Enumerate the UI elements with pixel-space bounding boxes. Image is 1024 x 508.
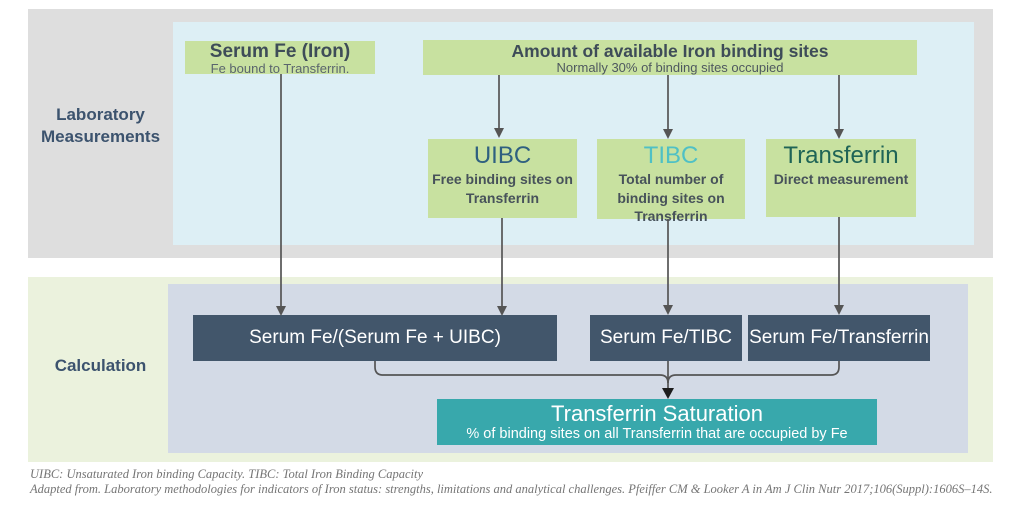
transferrin-saturation-box: Transferrin Saturation % of binding site… [437, 399, 877, 445]
transferrin-saturation-title: Transferrin Saturation [551, 401, 763, 426]
formula-uibc-box: Serum Fe/(Serum Fe + UIBC) [193, 315, 557, 361]
transferrin-subtitle: Direct measurement [773, 171, 909, 188]
serum-fe-title: Serum Fe (Iron) [209, 41, 351, 62]
serum-fe-subtitle: Fe bound to Transferrin. [210, 60, 350, 76]
binding-sites-subtitle: Normally 30% of binding sites occupied [556, 60, 784, 76]
formula-tibc-box: Serum Fe/TIBC [590, 315, 742, 361]
transferrin-box: Transferrin Direct measurement [766, 139, 916, 217]
tibc-box: TIBC Total number of binding sites on Tr… [597, 139, 745, 224]
footnotes: UIBC: Unsaturated Iron binding Capacity.… [30, 467, 1020, 498]
lab-section-label: Laboratory Measurements [40, 105, 161, 146]
binding-sites-title: Amount of available Iron binding sites [511, 41, 829, 61]
transferrin-title: Transferrin [783, 142, 899, 169]
footnote-abbreviations: UIBC: Unsaturated Iron binding Capacity.… [30, 467, 424, 481]
uibc-subtitle: Free binding sites on Transferrin [432, 171, 573, 206]
footnote-citation: Adapted from. Laboratory methodologies f… [30, 482, 993, 497]
transferrin-saturation-subtitle: % of binding sites on all Transferrin th… [466, 426, 848, 443]
serum-fe-box: Serum Fe (Iron) Fe bound to Transferrin. [185, 41, 375, 76]
calc-section-label: Calculation [54, 356, 147, 375]
formula-transferrin-box: Serum Fe/Transferrin [748, 315, 930, 361]
formula-uibc-text: Serum Fe/(Serum Fe + UIBC) [249, 327, 501, 348]
tibc-subtitle: Total number of binding sites on Transfe… [617, 171, 725, 224]
tibc-title: TIBC [643, 142, 699, 169]
uibc-box: UIBC Free binding sites on Transferrin [428, 139, 577, 218]
binding-sites-box: Amount of available Iron binding sites N… [423, 40, 917, 75]
uibc-title: UIBC [473, 142, 532, 169]
formula-transferrin-text: Serum Fe/Transferrin [749, 327, 929, 348]
formula-tibc-text: Serum Fe/TIBC [600, 327, 732, 348]
